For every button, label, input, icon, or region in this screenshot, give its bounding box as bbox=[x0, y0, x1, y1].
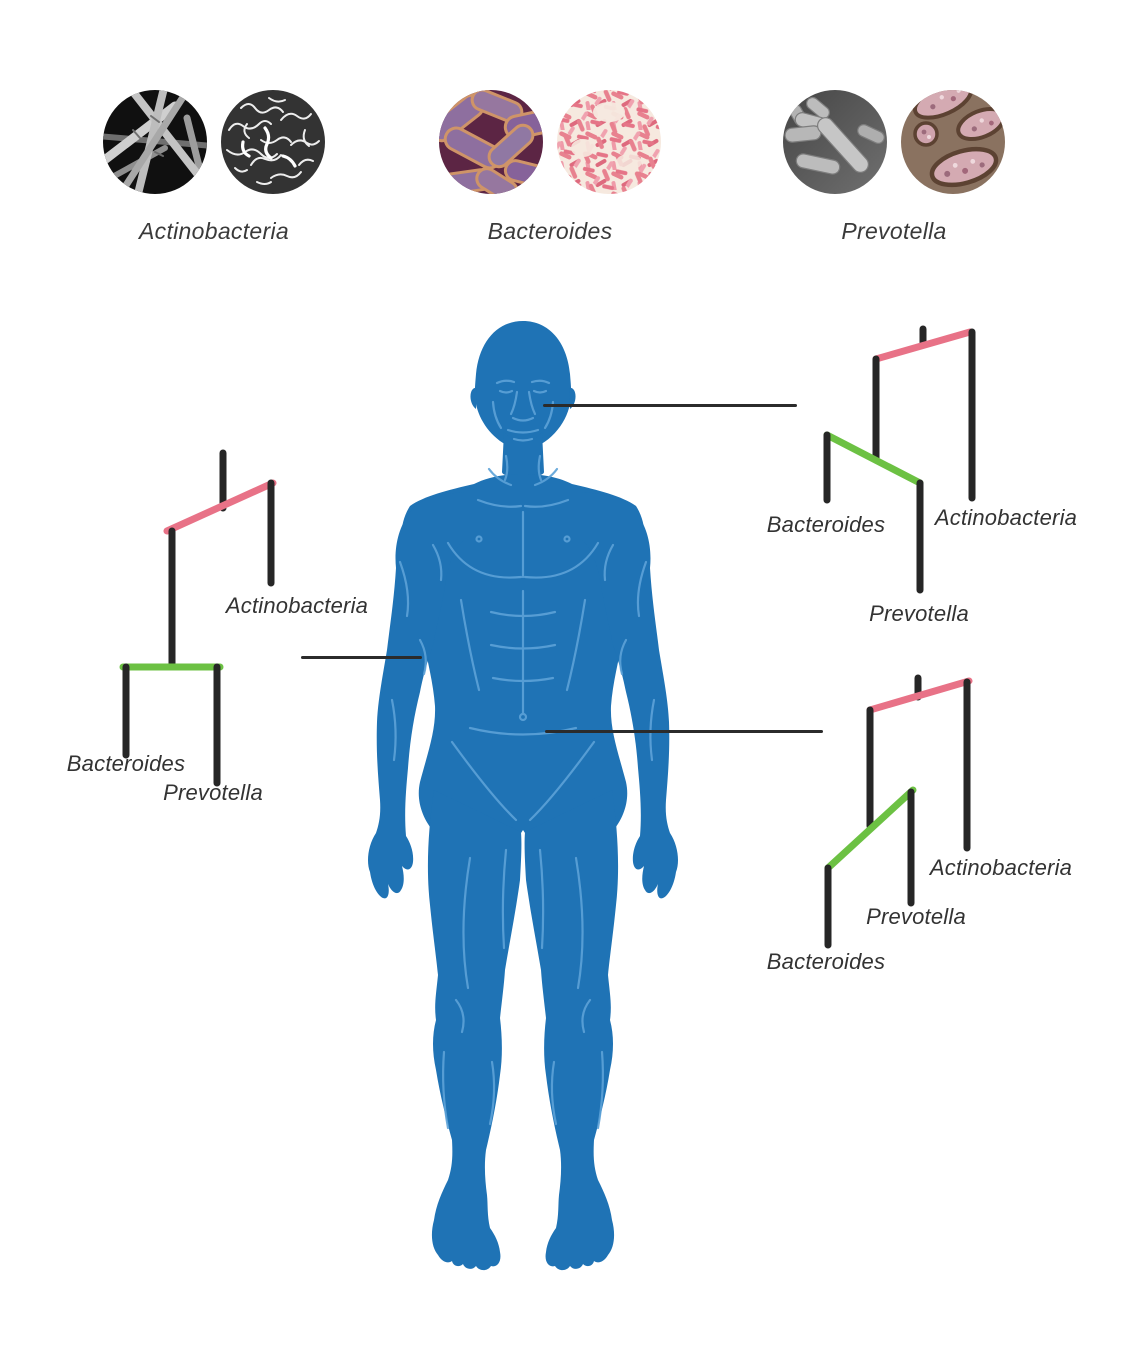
prevotella-image-pair bbox=[783, 90, 1005, 194]
actinobacteria-network-image bbox=[221, 90, 325, 194]
arm-connector-line bbox=[301, 656, 422, 659]
bacteroides-stain-image bbox=[557, 90, 661, 194]
actinobacteria-image-pair bbox=[103, 90, 325, 194]
actinobacteria-sem-image bbox=[103, 90, 207, 194]
taxon-label-bacteroides: Bacteroides bbox=[66, 751, 186, 776]
pink-branch bbox=[163, 479, 277, 535]
body-silhouette bbox=[368, 321, 678, 1271]
prevotella-sem-image bbox=[783, 90, 887, 194]
taxon-label-prevotella: Prevotella bbox=[869, 601, 969, 626]
legend-group-bacteroides: Bacteroides bbox=[439, 90, 661, 245]
taxon-label-bacteroides: Bacteroides bbox=[766, 512, 886, 537]
taxon-label-bacteroides: Bacteroides bbox=[766, 949, 886, 974]
taxon-label-actinobacteria: Actinobacteria bbox=[225, 593, 369, 618]
legend-group-prevotella: Prevotella bbox=[783, 90, 1005, 245]
taxon-label-prevotella: Prevotella bbox=[163, 780, 263, 805]
bacteroides-sem-image bbox=[439, 90, 543, 194]
pink-branch bbox=[866, 677, 973, 714]
tree-left-arm bbox=[119, 449, 277, 787]
taxon-label-actinobacteria: Actinobacteria bbox=[934, 505, 1078, 530]
bacteroides-image-pair bbox=[439, 90, 661, 194]
tree-top-right-mouth bbox=[823, 325, 976, 594]
tree-bottom-right-gut bbox=[824, 674, 973, 949]
taxon-label-prevotella: Prevotella bbox=[866, 904, 966, 929]
green-branch bbox=[824, 786, 917, 872]
legend-label-bacteroides: Bacteroides bbox=[487, 218, 613, 244]
taxon-label-actinobacteria: Actinobacteria bbox=[929, 855, 1073, 880]
prevotella-tem-image bbox=[901, 90, 1005, 194]
legend-label-prevotella: Prevotella bbox=[841, 218, 947, 244]
abdomen-connector-line bbox=[545, 730, 823, 733]
pink-branch bbox=[872, 328, 974, 363]
legend-label-actinobacteria: Actinobacteria bbox=[139, 218, 289, 244]
legend-group-actinobacteria: Actinobacteria bbox=[103, 90, 325, 245]
mouth-connector-line bbox=[543, 404, 797, 407]
green-branch bbox=[823, 431, 924, 487]
